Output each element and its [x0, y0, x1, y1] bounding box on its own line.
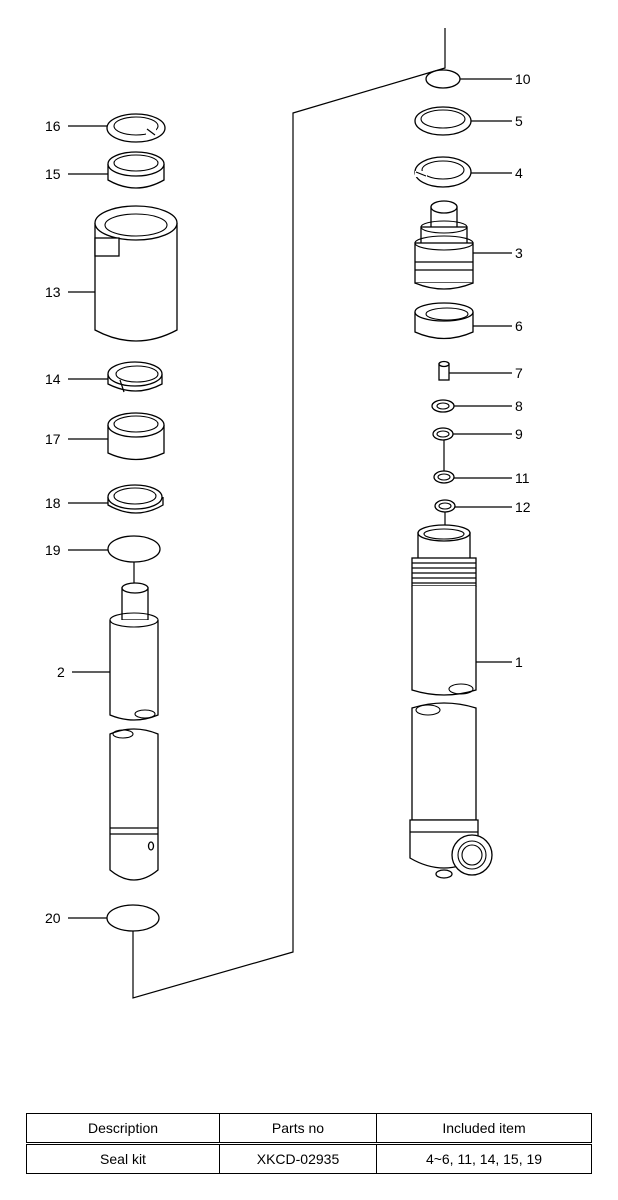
header-parts-no: Parts no — [219, 1113, 377, 1145]
header-description: Description — [26, 1113, 220, 1145]
part-8-o-ring — [431, 399, 455, 413]
part-10-disk — [425, 69, 461, 89]
callout-11: 11 — [515, 470, 530, 486]
callout-10: 10 — [515, 71, 531, 87]
callout-7: 7 — [515, 365, 523, 381]
part-13-sleeve — [94, 205, 178, 342]
part-19-disk — [107, 535, 161, 563]
part-2-rod — [109, 582, 159, 881]
table-header-row: Description Parts no Included item — [26, 1113, 592, 1145]
part-17-bushing — [107, 412, 165, 461]
callout-5: 5 — [515, 113, 523, 129]
callout-18: 18 — [45, 495, 61, 511]
callout-17: 17 — [45, 431, 61, 447]
callout-19: 19 — [45, 542, 61, 558]
callout-4: 4 — [515, 165, 523, 181]
part-14-split-ring — [107, 361, 163, 393]
table-row: Seal kit XKCD-02935 4~6, 11, 14, 15, 19 — [26, 1143, 592, 1174]
part-20-disk — [106, 904, 160, 932]
callout-1: 1 — [515, 654, 523, 670]
part-11-o-ring — [433, 470, 455, 484]
callout-8: 8 — [515, 398, 523, 414]
assembly-guide-line — [132, 28, 446, 999]
callout-2: 2 — [57, 664, 65, 680]
callout-12: 12 — [515, 499, 531, 515]
part-4-split-ring — [414, 156, 472, 188]
part-6-band — [414, 302, 474, 340]
exploded-parts-diagram: 10 5 4 3 6 7 — [45, 28, 531, 999]
part-7-pin — [438, 360, 450, 381]
part-12-o-ring — [434, 499, 456, 513]
callout-6: 6 — [515, 318, 523, 334]
cell-included-item: 4~6, 11, 14, 15, 19 — [376, 1143, 592, 1174]
part-16-split-ring — [106, 113, 166, 143]
callout-9: 9 — [515, 426, 523, 442]
cell-parts-no: XKCD-02935 — [219, 1143, 377, 1174]
part-15-ring — [107, 151, 165, 189]
part-5-ring — [414, 106, 472, 136]
header-included-item: Included item — [376, 1113, 592, 1145]
part-18-ring — [107, 484, 164, 514]
callout-20: 20 — [45, 910, 61, 926]
part-1-cylinder-tube — [409, 524, 493, 879]
cell-description: Seal kit — [26, 1143, 220, 1174]
callout-14: 14 — [45, 371, 61, 387]
callout-15: 15 — [45, 166, 61, 182]
part-9-o-ring — [432, 427, 454, 441]
seal-kit-table: Description Parts no Included item Seal … — [26, 1113, 592, 1174]
callout-13: 13 — [45, 284, 61, 300]
callout-16: 16 — [45, 118, 61, 134]
callout-3: 3 — [515, 245, 523, 261]
part-3-piston — [414, 200, 474, 290]
